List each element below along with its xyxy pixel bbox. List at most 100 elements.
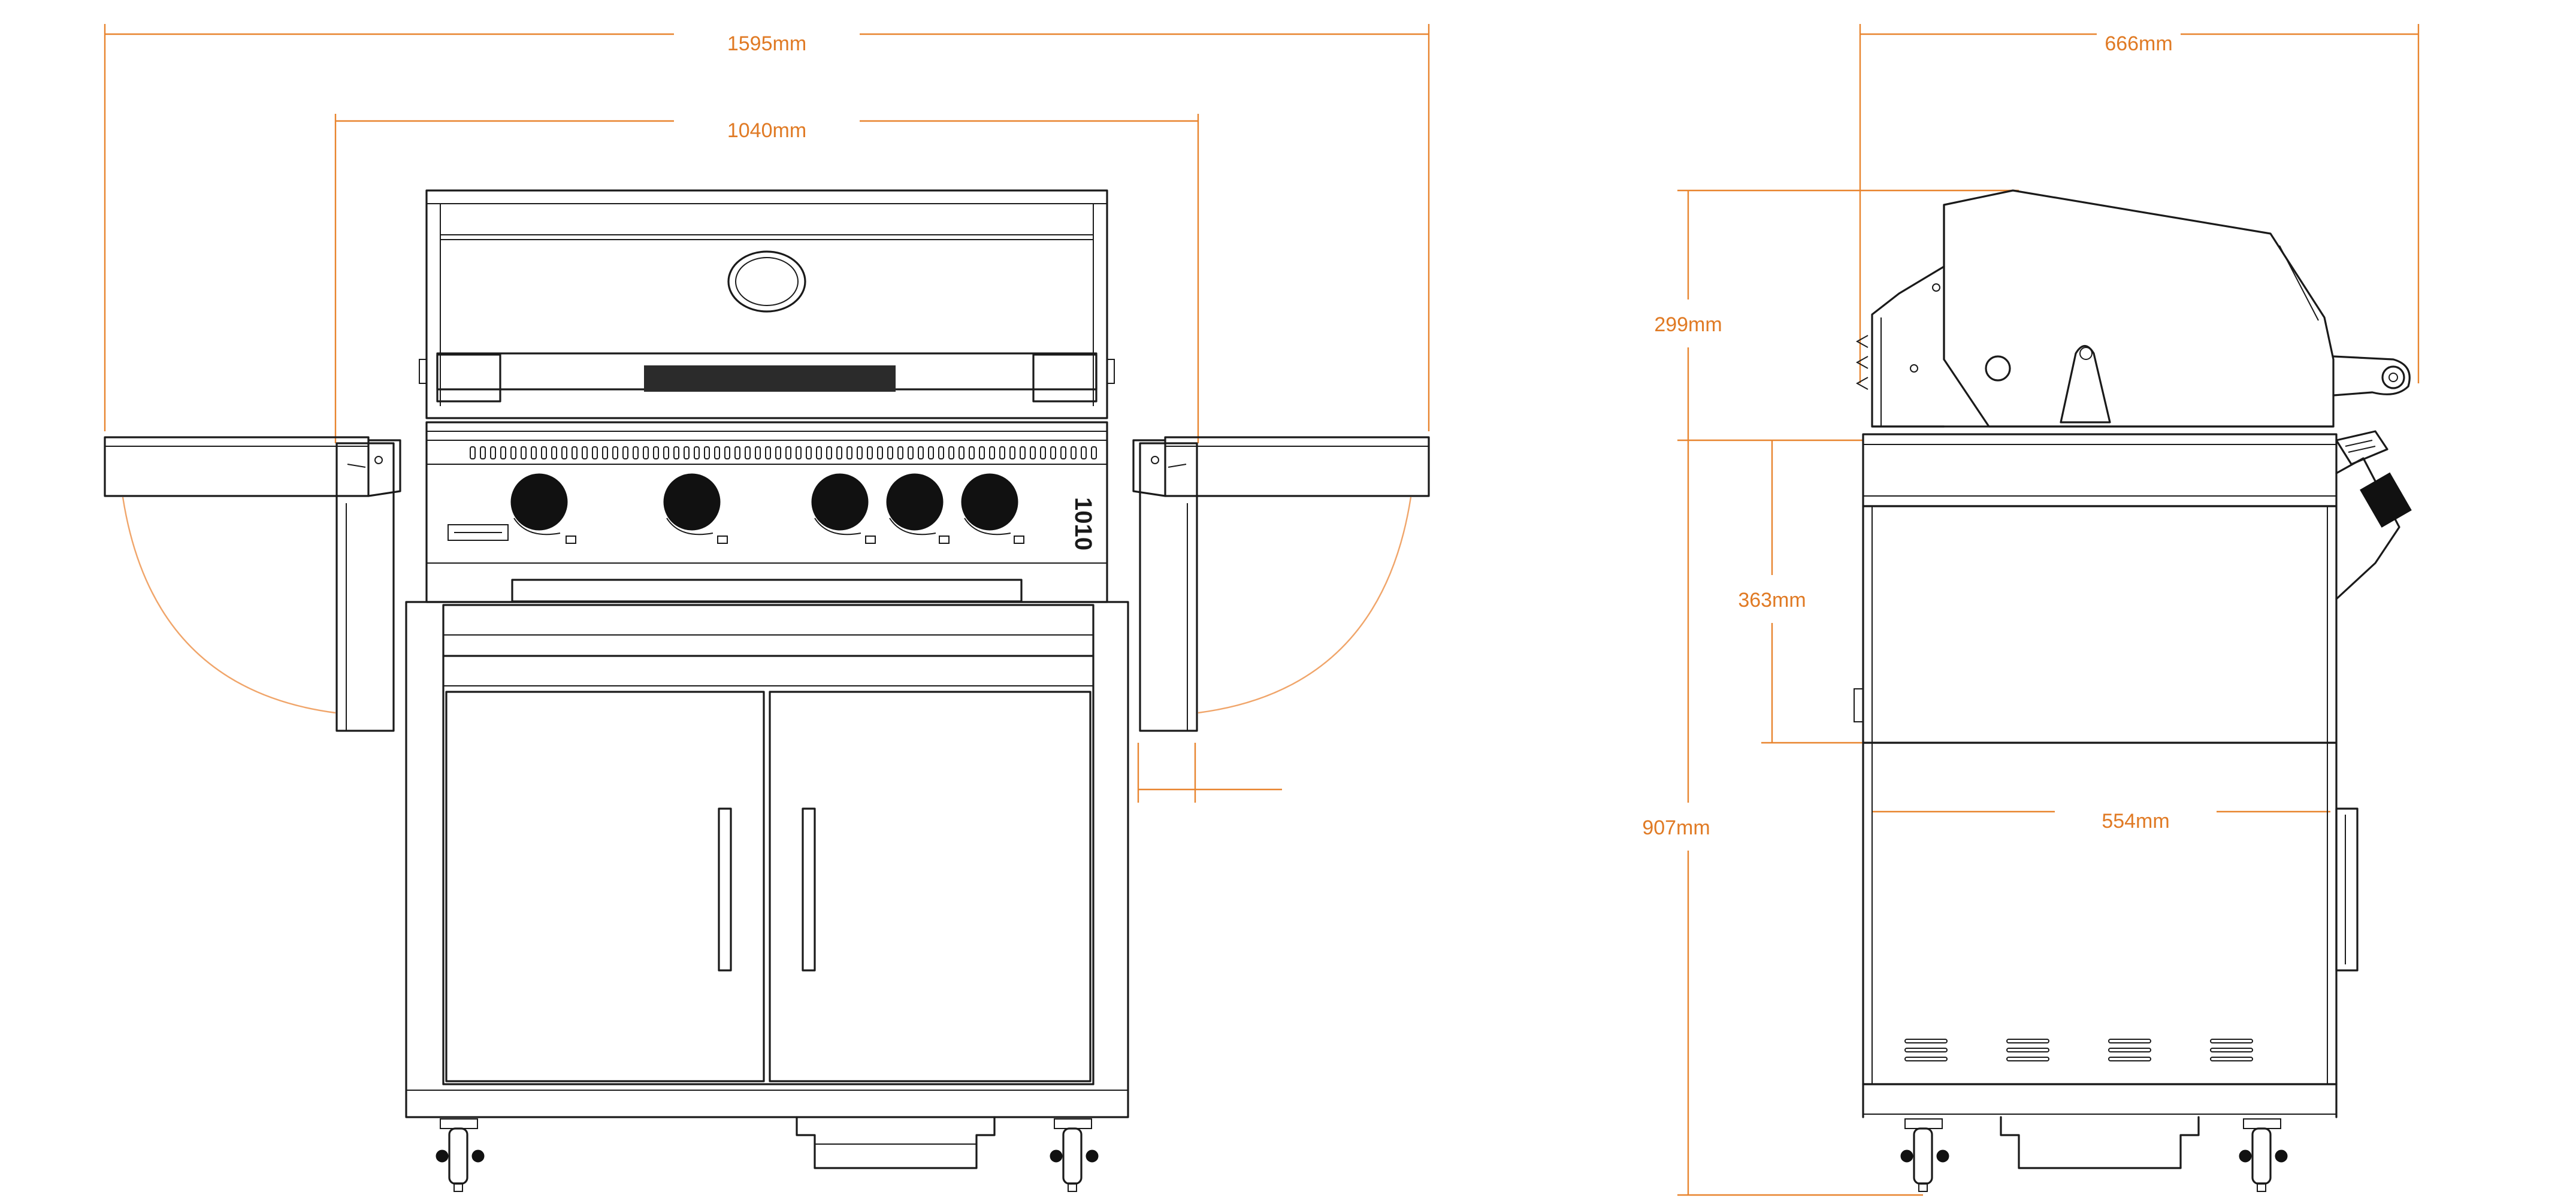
vent-slot [867, 446, 873, 459]
vent-slot [582, 446, 588, 459]
vent-slot [1050, 446, 1056, 459]
right-side-shelf [1132, 436, 1430, 732]
left-shelf-swing-arc [122, 497, 336, 714]
vent-slot [643, 446, 649, 459]
vent-slot [1081, 446, 1087, 459]
louver-slot [2210, 1039, 2253, 1043]
front-cart [405, 601, 1129, 1169]
caster-front-left [436, 1118, 485, 1192]
vent-slot [694, 446, 700, 459]
control-knob-3[interactable] [811, 473, 876, 544]
tank-tray [796, 1116, 996, 1169]
vent-slot [796, 446, 802, 459]
louver-slot [2108, 1039, 2151, 1043]
label-554mm: 554mm [2102, 810, 2169, 833]
handle-bracket-right [1032, 353, 1097, 403]
right-door[interactable] [769, 691, 1092, 1082]
side-lid [1855, 189, 2411, 428]
label-1595mm: 1595mm [727, 32, 806, 55]
model-badge: 1010 [1070, 497, 1096, 550]
ignition-label [448, 524, 509, 541]
vent-slot [999, 446, 1005, 459]
side-shelf-folded [2335, 807, 2359, 972]
vent-slot [959, 446, 965, 459]
vent-slot [470, 446, 476, 459]
vent-slot [887, 446, 893, 459]
vent-slot [1091, 446, 1097, 459]
control-knob-5[interactable] [961, 473, 1024, 544]
vent-slot [918, 446, 924, 459]
louver-slot [1904, 1048, 1948, 1052]
side-tank-tray [2000, 1116, 2200, 1169]
control-knob-2[interactable] [663, 473, 728, 544]
vent-slot [877, 446, 883, 459]
vent-slot [653, 446, 659, 459]
front-control-panel: 1010 [425, 421, 1108, 603]
vent-slot [673, 446, 679, 459]
side-control-knob[interactable] [2335, 430, 2412, 600]
vent-slot [592, 446, 598, 459]
dimension-cabinet-height: 363mm [1738, 440, 1863, 744]
label-363mm: 363mm [1738, 589, 1806, 612]
vent-slot [826, 446, 832, 459]
handle-grille [644, 365, 896, 392]
dimension-side-total-depth: 666mm [1859, 24, 2420, 383]
vent-slot [928, 446, 934, 459]
vent-slot [745, 446, 751, 459]
vent-slot [531, 446, 537, 459]
dimension-lid-height: 299mm [1654, 189, 2019, 441]
vent-slot [836, 446, 842, 459]
side-thermometer [1985, 355, 2011, 382]
dimension-front-body-width: 1040mm [334, 114, 1199, 443]
label-907mm: 907mm [1642, 816, 1710, 839]
vent-slot [612, 446, 618, 459]
vent-slot [1060, 446, 1066, 459]
vent-slot [490, 446, 496, 459]
dimension-body-height: 907mm [1642, 440, 1923, 1196]
side-vent-louvers [1904, 1039, 2253, 1061]
vent-slot [1009, 446, 1015, 459]
vent-slot [572, 446, 578, 459]
vent-slot [979, 446, 985, 459]
side-hinge-bracket [2060, 344, 2111, 423]
vent-slot [734, 446, 740, 459]
vent-slot [724, 446, 730, 459]
vent-slot [480, 446, 486, 459]
vent-slot [541, 446, 547, 459]
label-1040mm: 1040mm [727, 119, 806, 142]
dimension-front-total-width: 1595mm [104, 24, 1430, 431]
right-shelf-swing-arc [1198, 497, 1412, 714]
dimension-shelf-offset [1137, 743, 1282, 803]
side-cabinet [1854, 433, 2338, 1118]
caster-side-rear [2239, 1118, 2288, 1192]
louver-slot [1904, 1039, 1948, 1043]
louver-slot [2006, 1048, 2049, 1052]
vent-slot [816, 446, 822, 459]
caster-front-right [1050, 1118, 1099, 1192]
vent-slot [500, 446, 506, 459]
label-299mm: 299mm [1654, 313, 1722, 336]
louver-slot [2210, 1057, 2253, 1061]
vent-slot [1071, 446, 1077, 459]
left-door-handle[interactable] [718, 807, 732, 972]
vent-slot [806, 446, 812, 459]
vent-slot [561, 446, 567, 459]
vent-slot [969, 446, 975, 459]
vent-slot [755, 446, 761, 459]
left-side-shelf [104, 436, 401, 732]
dimension-cart-depth: 554mm [1872, 810, 2330, 833]
vent-slot [785, 446, 791, 459]
louver-slot [1904, 1057, 1948, 1061]
vent-slot [948, 446, 954, 459]
vent-slot [1040, 446, 1046, 459]
vent-slot [1020, 446, 1026, 459]
control-knob-4[interactable] [886, 473, 950, 544]
louver-slot [2006, 1039, 2049, 1043]
vent-slot [857, 446, 863, 459]
control-knob-1[interactable] [510, 473, 576, 544]
right-door-handle[interactable] [802, 807, 816, 972]
side-view: 666mm 299mm 363mm 907mm 554m [1642, 24, 2420, 1196]
louver-slot [2108, 1048, 2151, 1052]
left-door[interactable] [445, 691, 765, 1082]
louver-slot [2210, 1048, 2253, 1052]
